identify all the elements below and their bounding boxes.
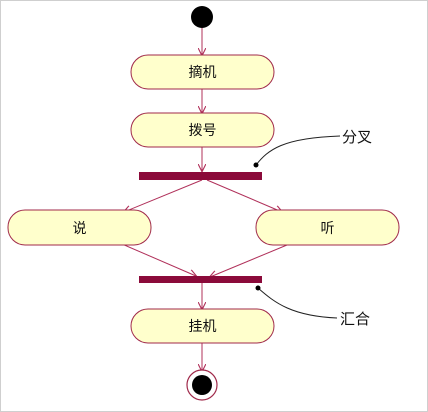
- state-pickup: [130, 54, 275, 90]
- initial-node: [191, 6, 213, 28]
- note-connector-fork: [255, 135, 341, 166]
- state-hangup: [130, 308, 275, 344]
- fork-bar: [139, 172, 262, 180]
- transition-listen-to-join: [210, 244, 288, 277]
- note-anchor-join: [255, 285, 261, 291]
- state-pickup-label: 摘机: [188, 65, 217, 81]
- note-anchor-fork: [253, 162, 259, 168]
- state-dial-label: 拨号: [188, 123, 217, 139]
- final-node-dot: [192, 375, 212, 395]
- note-fork-label: 分叉: [342, 127, 373, 146]
- note-join-label: 汇合: [340, 309, 371, 328]
- state-listen-label: 听: [320, 220, 335, 237]
- join-bar: [139, 276, 262, 283]
- transition-fork-to-listen: [206, 179, 282, 212]
- state-dial: [130, 112, 275, 148]
- state-speak-label: 说: [72, 220, 87, 237]
- transition-fork-to-speak: [124, 179, 203, 212]
- state-speak: [7, 209, 152, 246]
- state-hangup-label: 挂机: [188, 319, 217, 335]
- note-connector-join: [257, 287, 338, 319]
- transition-speak-to-join: [121, 243, 196, 276]
- state-listen: [255, 209, 400, 246]
